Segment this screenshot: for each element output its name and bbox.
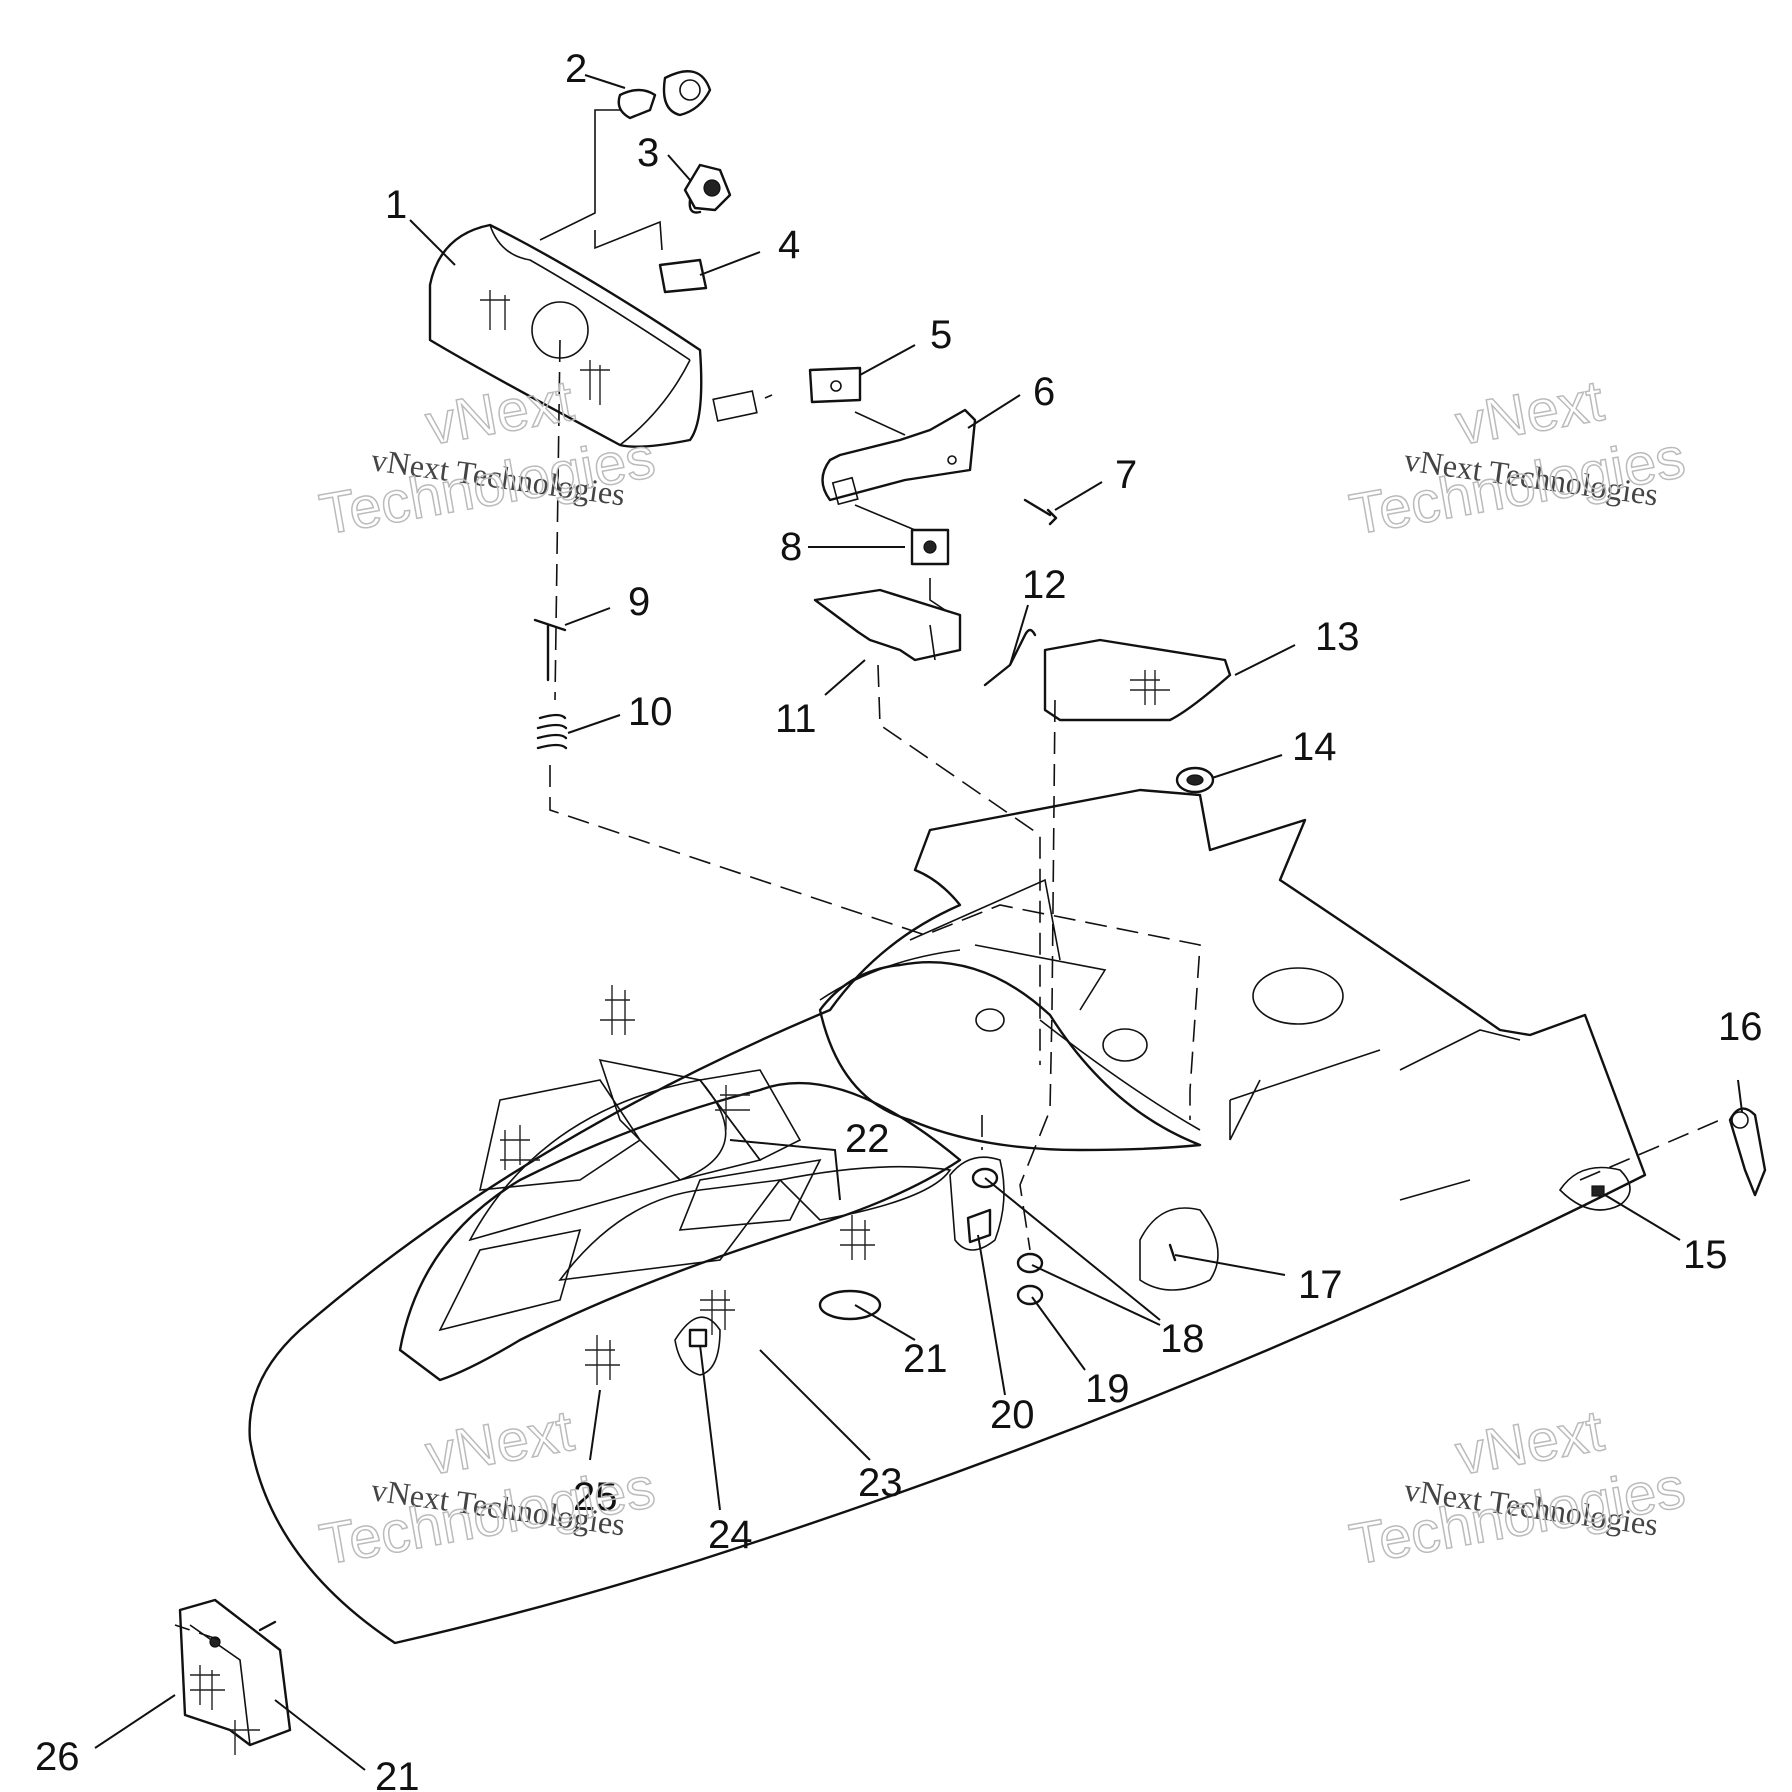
connector-4 [658,258,708,294]
callout-16: 16 [1718,1005,1763,1049]
callout-3: 3 [637,131,659,175]
grommet-14 [1175,766,1215,794]
callout-7: 7 [1115,453,1137,497]
callout-21: 21 [903,1337,948,1381]
screw-7 [1023,498,1058,526]
lens-13 [1043,638,1232,722]
headlight-housing [428,223,758,448]
callout-14: 14 [1292,725,1337,769]
plate-5 [808,366,862,404]
spring-21 [818,1289,882,1321]
callout-8: 8 [780,525,802,569]
latch-16 [1728,1107,1767,1197]
callout-26: 26 [35,1735,80,1779]
callout-1: 1 [385,183,407,227]
callout-23: 23 [858,1461,903,1505]
callout-18: 18 [1160,1317,1205,1361]
callout-17: 17 [1298,1263,1343,1307]
plug-24 [674,1316,721,1376]
callout-19: 19 [1085,1367,1130,1411]
taillight-26 [178,1598,292,1755]
callout-13: 13 [1315,615,1360,659]
hood-body [248,788,1647,1645]
assembly-lines [174,109,1721,1641]
callout-2: 2 [565,47,587,91]
callout-24: 24 [708,1513,753,1557]
spring-12 [983,628,1037,687]
callout-20: 20 [990,1393,1035,1437]
callout-6: 6 [1033,370,1055,414]
callout-11: 11 [775,697,817,741]
pin-9 [533,618,567,682]
callout-4: 4 [778,223,800,267]
bracket-6 [821,408,977,506]
leaders [94,74,1743,1771]
callout-labels: 1 2 3 4 5 6 7 8 9 10 11 12 13 14 15 16 1… [35,47,1763,1792]
washers-18-19 [971,1167,1044,1306]
rivet-17 [1139,1207,1219,1291]
callout-22: 22 [845,1117,890,1161]
callout-12: 12 [1022,563,1067,607]
callout-15: 15 [1683,1233,1728,1277]
bracket-11 [813,588,962,662]
bulb-2 [617,70,712,120]
callout-5: 5 [930,313,952,357]
switch-20 [949,1156,1005,1251]
callout-9: 9 [628,580,650,624]
callout-10: 10 [628,690,673,734]
callout-21b: 21 [375,1755,420,1792]
spring-10 [536,713,568,750]
callout-25: 25 [573,1475,618,1519]
nut-8 [910,528,950,566]
fastener-15 [1558,1166,1631,1211]
bulb-socket-3 [683,163,732,214]
